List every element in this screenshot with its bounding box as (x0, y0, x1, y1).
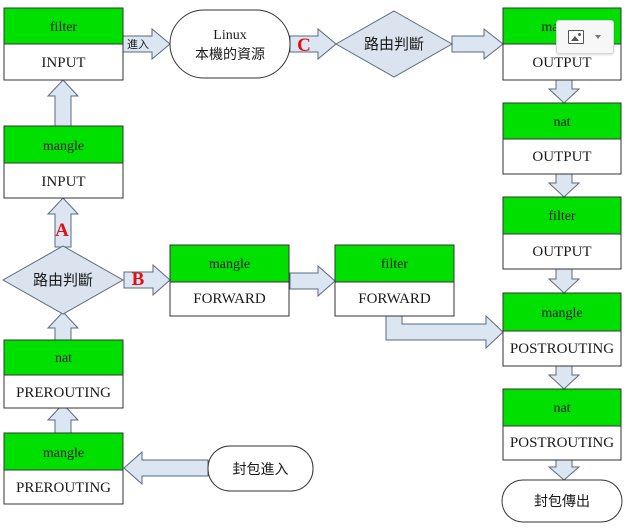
packet-out-node: 封包傳出 (501, 479, 623, 523)
chain-box-filter-forward: filter FORWARD (334, 244, 455, 317)
chain-box-mangle-prerouting: mangle PREROUTING (3, 432, 124, 505)
arrow-down (547, 459, 581, 481)
path-label-c: C (297, 35, 311, 56)
packet-in-node: 封包進入 (207, 445, 314, 492)
arrow-right (289, 27, 337, 61)
chain-box-nat-prerouting: nat PREROUTING (3, 339, 124, 409)
chain-name: INPUT (41, 174, 85, 190)
table-name: filter (381, 257, 409, 272)
chain-box-nat-postrouting: nat POSTROUTING (502, 388, 622, 461)
routing-decision-left: 路由判斷 (1, 245, 125, 315)
routing-decision-label: 路由判斷 (364, 36, 424, 53)
packet-in-label: 封包進入 (233, 462, 289, 478)
linux-resource-node: Linux 本機的資源 (169, 9, 291, 79)
table-name: nat (553, 115, 570, 130)
arrow-up (46, 79, 80, 127)
table-name: nat (55, 351, 72, 366)
enter-label: 進入 (127, 38, 149, 51)
table-name: nat (553, 401, 570, 416)
path-label-a: A (55, 220, 69, 241)
table-name: mangle (209, 257, 250, 272)
arrow-down (547, 79, 581, 104)
linux-label: Linux (213, 28, 246, 43)
chain-name: FORWARD (358, 291, 431, 307)
routing-decision-top: 路由判斷 (334, 10, 454, 78)
table-name: mangle (541, 306, 582, 321)
arrow-down (547, 365, 581, 390)
chain-box-mangle-forward: mangle FORWARD (169, 244, 290, 317)
local-resource-label: 本機的資源 (195, 47, 265, 63)
chain-name: POSTROUTING (510, 341, 614, 357)
table-name: mangle (43, 446, 84, 461)
path-label-b: B (132, 269, 145, 290)
arrow-right (122, 27, 171, 61)
table-name: mangle (43, 139, 84, 154)
chain-box-nat-output: nat OUTPUT (502, 102, 622, 175)
packet-out-label: 封包傳出 (534, 494, 590, 510)
arrow-down (547, 268, 581, 294)
chain-box-mangle-postrouting: mangle POSTROUTING (502, 292, 622, 367)
chain-name: OUTPUT (532, 55, 591, 71)
arrow-elbow (385, 314, 504, 350)
arrow-right (451, 27, 504, 61)
chain-box-filter-output: filter OUTPUT (502, 196, 622, 270)
arrow-up (46, 311, 80, 341)
chain-name: OUTPUT (532, 149, 591, 165)
arrow-down (547, 173, 581, 198)
chain-name: OUTPUT (532, 244, 591, 260)
image-options-toolbar[interactable] (556, 20, 614, 54)
chain-name: PREROUTING (16, 385, 111, 401)
arrow-up (46, 403, 80, 434)
routing-decision-label: 路由判斷 (33, 272, 93, 289)
arrow-left (123, 450, 209, 486)
arrow-right (123, 263, 171, 297)
chain-name: PREROUTING (16, 480, 111, 496)
chain-box-mangle-input: mangle INPUT (3, 125, 124, 199)
table-name: filter (548, 209, 576, 224)
chevron-down-icon[interactable] (595, 35, 601, 39)
table-name: filter (50, 20, 78, 35)
chain-box-filter-input: filter INPUT (3, 7, 124, 81)
image-icon[interactable] (568, 30, 584, 44)
chain-name: FORWARD (193, 291, 266, 307)
chain-name: INPUT (41, 55, 85, 71)
arrow-right (289, 264, 336, 298)
arrow-up (46, 197, 80, 248)
chain-name: POSTROUTING (510, 435, 614, 451)
